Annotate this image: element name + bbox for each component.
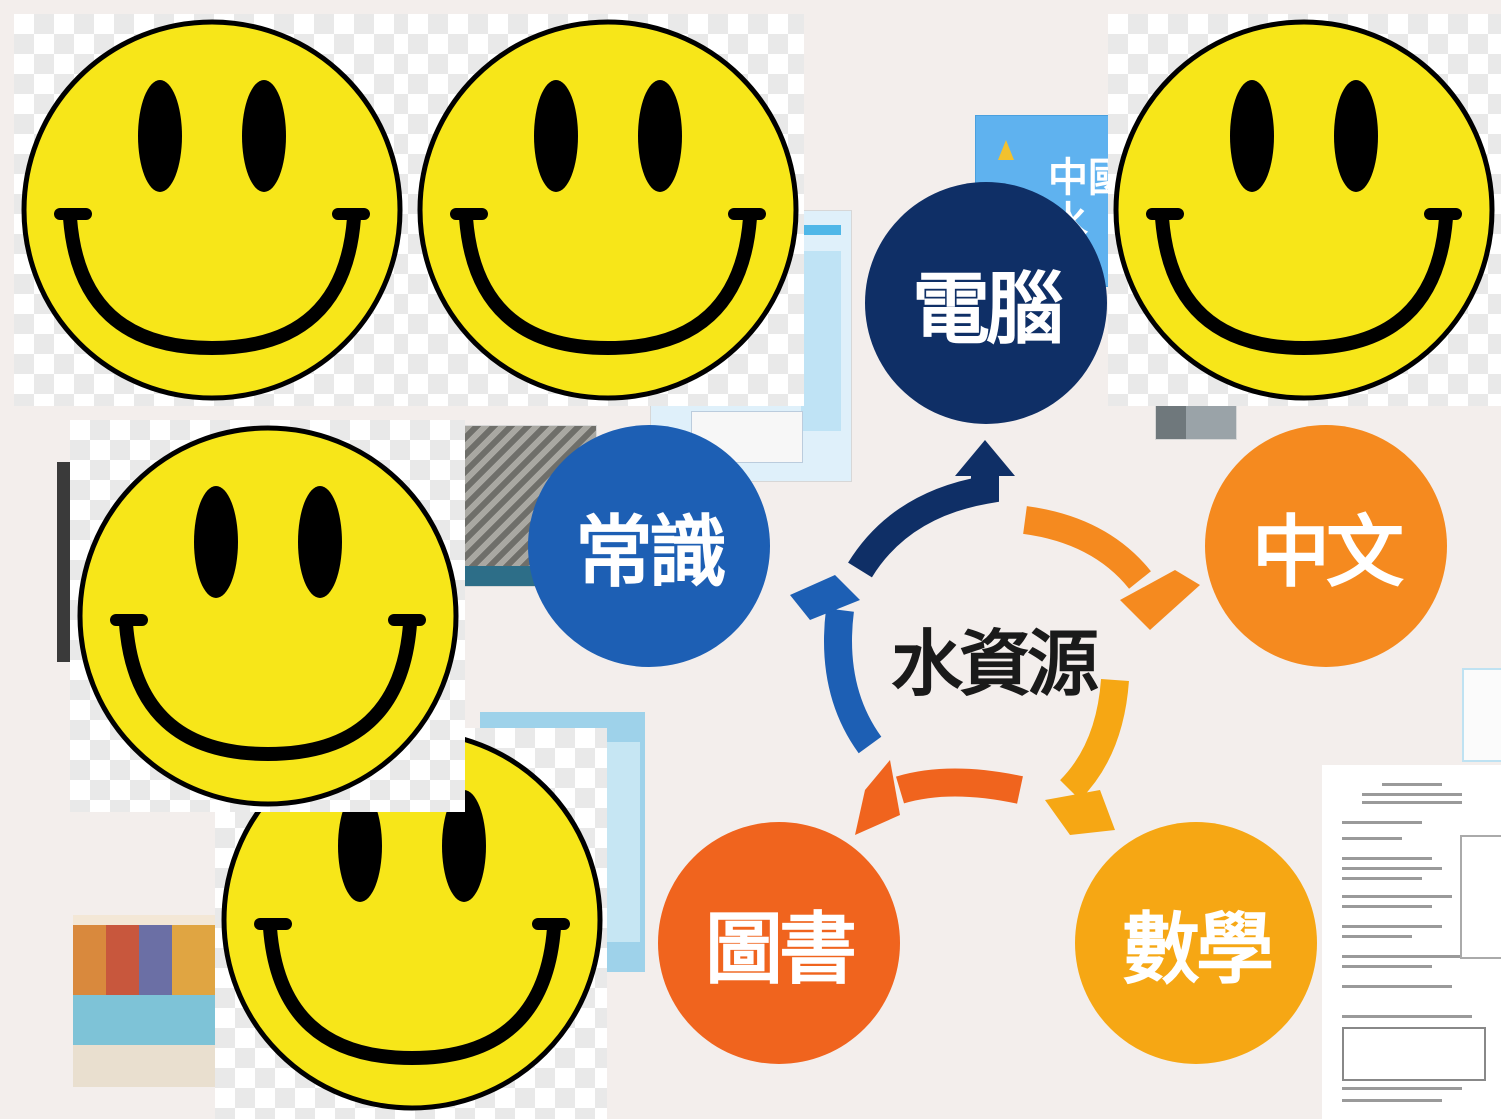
arrow-to-chinese	[1022, 506, 1151, 590]
node-chinese: 中文	[1205, 425, 1447, 667]
arrowhead-general	[790, 575, 860, 620]
smiley-face-icon	[221, 729, 603, 1111]
node-chinese-label: 中文	[1251, 508, 1404, 598]
arrow-to-math	[1059, 678, 1129, 800]
arrow-to-library	[895, 768, 1023, 804]
smiley-face-icon	[417, 19, 799, 401]
node-general-studies: 常識	[528, 425, 770, 667]
node-library-label: 圖書	[704, 905, 857, 995]
node-computer: 電腦	[865, 182, 1107, 424]
node-computer-label: 電腦	[911, 265, 1064, 355]
town-illustration-thumbnail	[73, 915, 223, 1087]
arrowhead-chinese	[1120, 570, 1200, 630]
smiley-face-icon	[21, 19, 403, 401]
arrow-to-general	[824, 608, 882, 754]
arrowhead-library	[855, 760, 900, 835]
smiley-face-icon	[1113, 19, 1495, 401]
sailboat-icon	[998, 140, 1014, 160]
center-label: 水資源	[890, 622, 1099, 706]
arrowhead-math	[1045, 790, 1115, 835]
arrow-to-computer	[848, 470, 999, 578]
node-math-label: 數學	[1121, 905, 1274, 995]
node-math: 數學	[1075, 822, 1317, 1064]
worksheet-document	[1322, 765, 1501, 1119]
arrowhead-computer	[955, 440, 1015, 476]
node-library: 圖書	[658, 822, 900, 1064]
node-general-studies-label: 常識	[574, 508, 727, 598]
smiley-face-icon	[77, 425, 459, 807]
frame-thumbnail	[1462, 668, 1501, 762]
